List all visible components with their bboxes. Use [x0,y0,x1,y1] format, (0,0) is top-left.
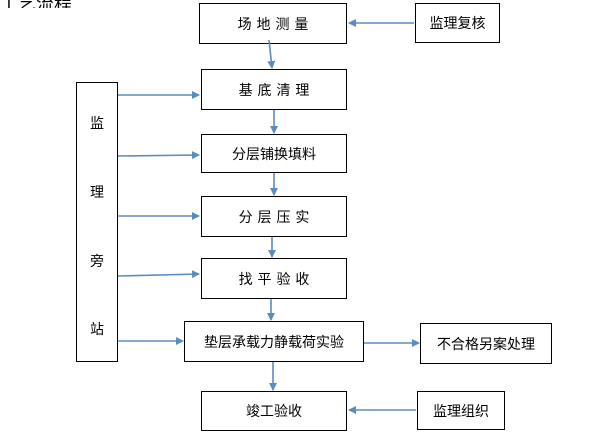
arrow-survey-to-cleaning [267,39,276,69]
station-char-4: 站 [90,322,104,338]
station-char-3: 旁 [90,254,104,270]
completion-acceptance-box: 竣工验收 [201,391,347,431]
base-cleaning-box: 基底清理 [201,69,347,110]
station-char-2: 理 [90,185,104,201]
site-survey-box: 场地测量 [199,3,347,44]
supervision-organization-box: 监理组织 [417,391,505,430]
layered-compaction-box: 分层压实 [201,196,347,237]
arrow-station-to-fill [117,151,200,160]
partial-title: 工艺流程 [0,0,140,8]
supervision-review-box: 监理复核 [415,3,500,43]
fail-handling-box: 不合格另案处理 [420,323,552,364]
leveling-acceptance-box: 找平验收 [201,258,347,299]
station-char-1: 监 [90,116,104,132]
arrow-station-to-leveling [117,270,200,279]
load-test-box: 垫层承载力静载荷实验 [184,321,364,362]
supervision-station-box: 监 理 旁 站 [76,82,118,362]
layered-fill-box: 分层铺换填料 [201,134,347,173]
